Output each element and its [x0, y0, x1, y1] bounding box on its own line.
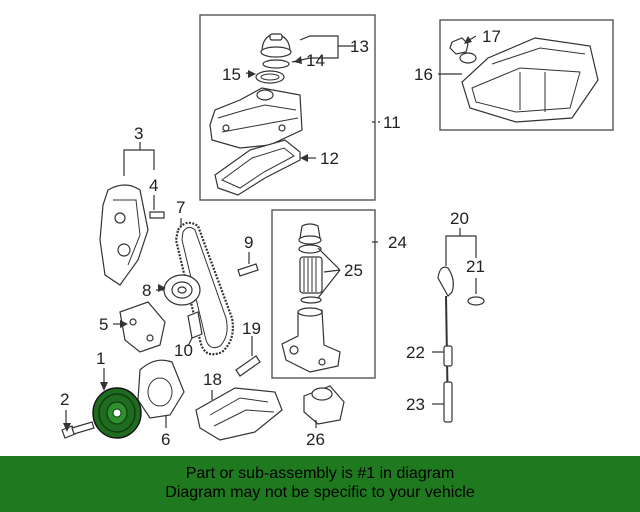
idler-stud	[187, 311, 203, 339]
callout-19: 19	[242, 319, 261, 338]
part-info-banner: Part or sub-assembly is #1 in diagram Di…	[0, 456, 640, 512]
timing-bracket	[119, 301, 166, 353]
callout-23: 23	[406, 395, 425, 414]
valve-cover	[209, 87, 303, 149]
callout-22: 22	[406, 343, 425, 362]
callout-2: 2	[60, 390, 69, 409]
leader-arrowheads	[63, 36, 472, 432]
filter-seal	[300, 296, 322, 304]
filler-ring	[255, 70, 285, 84]
callout-18: 18	[203, 370, 222, 389]
oil-filler-cap	[260, 33, 292, 58]
callout-7: 7	[176, 198, 185, 217]
callout-15: 15	[222, 65, 241, 84]
exploded-parts-diagram: 1 2 3 4 5 6 7 8 9 10 11 12 13 14 15 16 1…	[60, 14, 614, 449]
lower-timing-cover	[137, 359, 185, 419]
callout-9: 9	[244, 233, 253, 252]
tensioner-pulley	[163, 274, 201, 306]
callout-labels: 1 2 3 4 5 6 7 8 9 10 11 12 13 14 15 16 1…	[60, 27, 501, 449]
callout-11: 11	[383, 113, 401, 132]
tensioner-bolt	[237, 263, 259, 277]
callout-24: 24	[388, 233, 407, 252]
callout-16: 16	[414, 65, 433, 84]
group-box-24	[271, 209, 376, 379]
oil-level-sensor	[235, 355, 261, 377]
dipstick-seal	[467, 296, 485, 306]
callout-6: 6	[161, 430, 170, 449]
callout-8: 8	[142, 281, 151, 300]
filter-o-ring	[298, 244, 322, 254]
callout-13: 13	[350, 37, 369, 56]
crankshaft-pulley-highlighted	[92, 387, 142, 439]
oil-filter-housing	[281, 307, 341, 373]
callout-21: 21	[466, 257, 485, 276]
dipstick-guide-tube	[443, 345, 453, 423]
callout-1: 1	[96, 349, 105, 368]
timing-belt-cover	[99, 184, 149, 286]
lower-engine-tray	[195, 387, 283, 441]
callout-3: 3	[134, 124, 143, 143]
drain-plug	[449, 37, 477, 64]
group-box-16	[439, 19, 614, 131]
callout-14: 14	[306, 51, 325, 70]
timing-belt	[174, 221, 234, 356]
callout-10: 10	[174, 341, 193, 360]
group-box-11	[199, 14, 376, 201]
oil-filter-cap	[298, 223, 322, 245]
banner-line-disclaimer: Diagram may not be specific to your vehi…	[165, 484, 475, 501]
oil-filter-element	[299, 256, 323, 294]
callout-12: 12	[320, 149, 339, 168]
cover-clip	[149, 211, 165, 219]
oil-pump	[303, 385, 345, 425]
oil-pan	[461, 37, 599, 123]
banner-line-part: Part or sub-assembly is #1 in diagram	[185, 465, 455, 482]
callout-5: 5	[99, 315, 108, 334]
callout-17: 17	[482, 27, 501, 46]
callout-25: 25	[344, 261, 363, 280]
callout-4: 4	[149, 176, 158, 195]
valve-cover-gasket	[214, 139, 301, 196]
callout-26: 26	[306, 430, 325, 449]
cap-seal	[262, 59, 290, 69]
callout-20: 20	[450, 209, 469, 228]
